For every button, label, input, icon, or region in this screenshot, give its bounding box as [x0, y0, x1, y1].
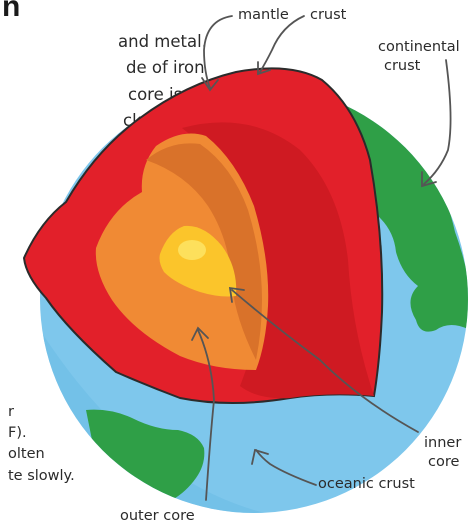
- outer-core-label: outer core: [120, 507, 195, 526]
- inner-core-label-line-2: core: [428, 453, 459, 472]
- crust-label: crust: [310, 6, 346, 25]
- inner-core-highlight: [178, 240, 206, 260]
- continental-crust-pointer-arrow: [424, 60, 451, 184]
- continental-crust-label-line-2: crust: [384, 57, 420, 76]
- mantle-label: mantle: [238, 6, 289, 25]
- bottom-text-line: F).: [8, 423, 27, 444]
- inner-core-label-line-1: inner: [424, 434, 461, 453]
- bottom-text-line: te slowly.: [8, 466, 75, 487]
- oceanic-crust-label: oceanic crust: [318, 475, 415, 494]
- bottom-text-line: r: [8, 402, 14, 423]
- continental-crust-label-line-1: continental: [378, 38, 460, 57]
- bottom-text-line: olten: [8, 444, 45, 465]
